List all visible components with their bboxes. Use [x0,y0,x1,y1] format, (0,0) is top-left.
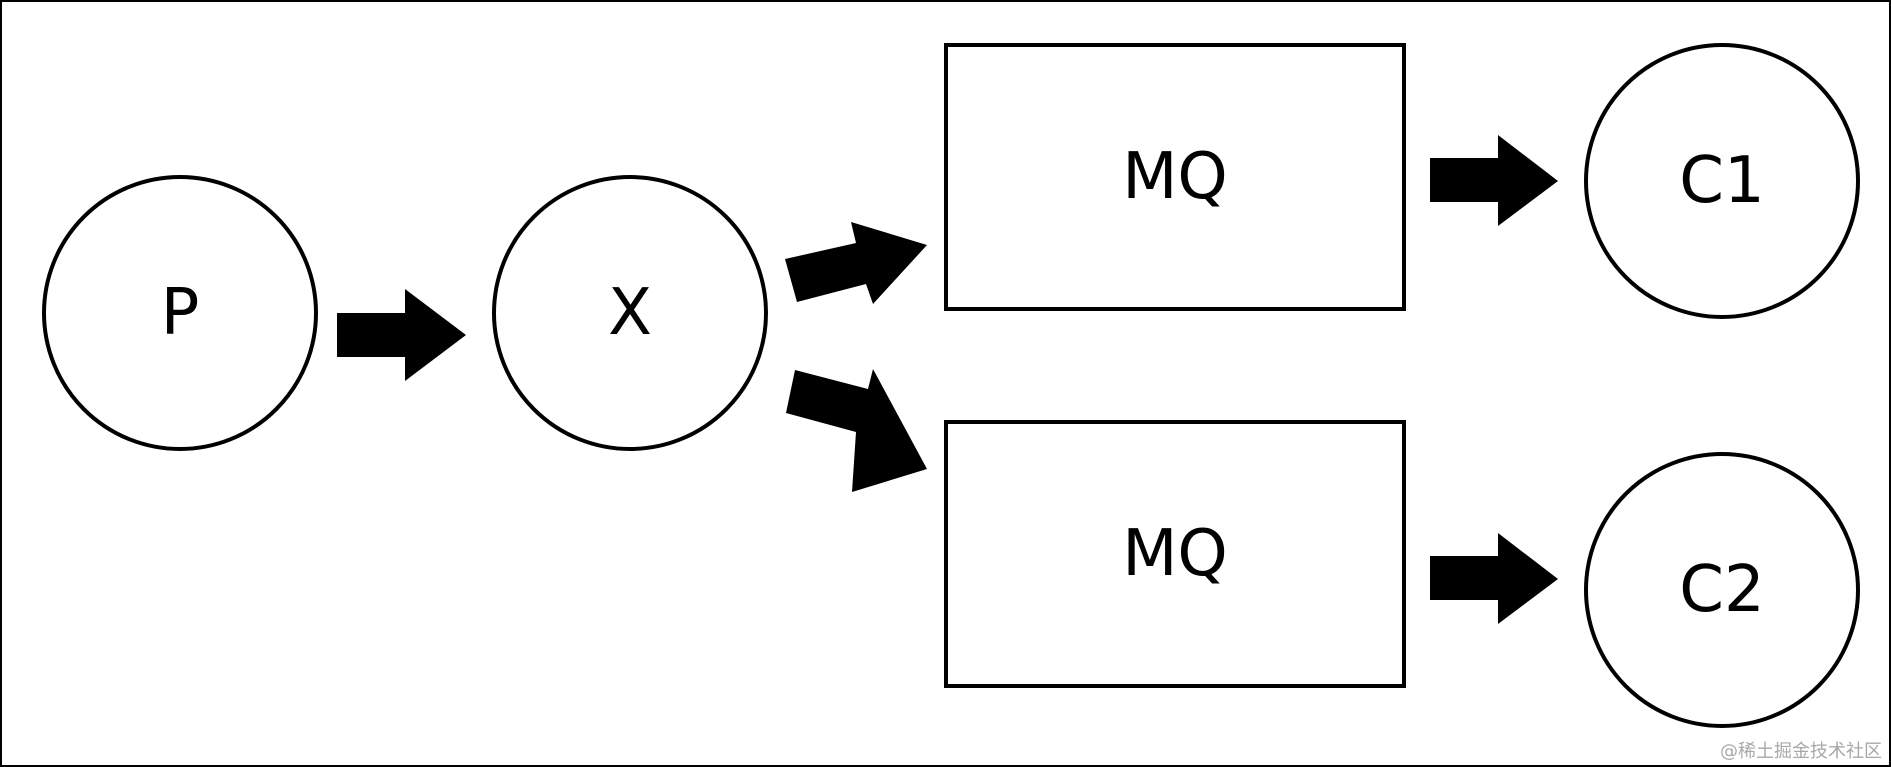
arrow-exchange-to-queue-2 [786,369,927,492]
consumer-2-label: C2 [1679,553,1764,627]
producer-label: P [161,276,200,350]
exchange-node: X [492,175,768,451]
queue-1-node: MQ [944,43,1406,311]
queue-2-box [944,420,1406,688]
consumer-1-label: C1 [1679,144,1764,218]
producer-circle [42,175,318,451]
exchange-label: X [608,276,652,350]
producer-node: P [42,175,318,451]
arrow-exchange-to-queue-1 [785,222,927,304]
queue-2-label: MQ [1122,517,1228,591]
arrow-queue-1-to-consumer-1 [1430,135,1558,226]
arrow-producer-to-exchange [337,289,466,381]
arrow-queue-2-to-consumer-2 [1430,533,1558,624]
consumer-1-node: C1 [1584,43,1860,319]
exchange-circle [492,175,768,451]
queue-1-label: MQ [1122,140,1228,214]
consumer-2-node: C2 [1584,452,1860,728]
queue-1-box [944,43,1406,311]
consumer-2-circle [1584,452,1860,728]
watermark-text: @稀土掘金技术社区 [1720,741,1882,762]
queue-2-node: MQ [944,420,1406,688]
consumer-1-circle [1584,43,1860,319]
